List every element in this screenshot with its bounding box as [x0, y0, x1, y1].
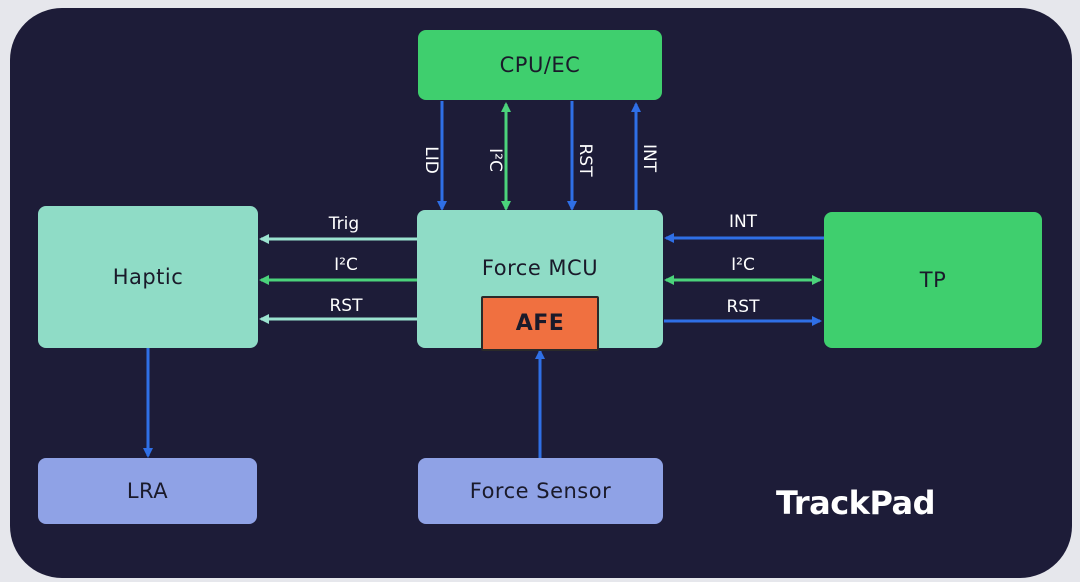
- tp-i2c-label: I²C: [731, 255, 755, 275]
- cpu-ec-block: CPU/EC: [418, 30, 662, 100]
- afe-label: AFE: [515, 311, 565, 336]
- cpu-lid-label: LID: [421, 146, 441, 174]
- lra-label: LRA: [126, 479, 169, 503]
- cpu-i2c-label: I²C: [485, 148, 505, 172]
- trackpad-brand: TrackPad: [776, 484, 936, 522]
- force-sensor-label: Force Sensor: [469, 479, 612, 503]
- tp-int-label: INT: [729, 212, 758, 232]
- tp-label: TP: [919, 268, 947, 292]
- haptic-trig-label: Trig: [328, 214, 359, 234]
- force-mcu-label: Force MCU: [481, 256, 599, 280]
- haptic-i2c-label: I²C: [334, 255, 358, 275]
- haptic-label: Haptic: [112, 265, 184, 289]
- cpu-int-label: INT: [639, 144, 659, 173]
- haptic-block: Haptic: [38, 206, 258, 348]
- cpu-rst-label: RST: [575, 144, 595, 178]
- lra-block: LRA: [38, 458, 257, 524]
- tp-rst-label: RST: [727, 297, 761, 317]
- cpu-ec-label: CPU/EC: [499, 53, 581, 77]
- afe-block: AFE: [481, 296, 599, 351]
- tp-block: TP: [824, 212, 1042, 348]
- force-sensor-block: Force Sensor: [418, 458, 663, 524]
- haptic-rst-label: RST: [330, 296, 364, 316]
